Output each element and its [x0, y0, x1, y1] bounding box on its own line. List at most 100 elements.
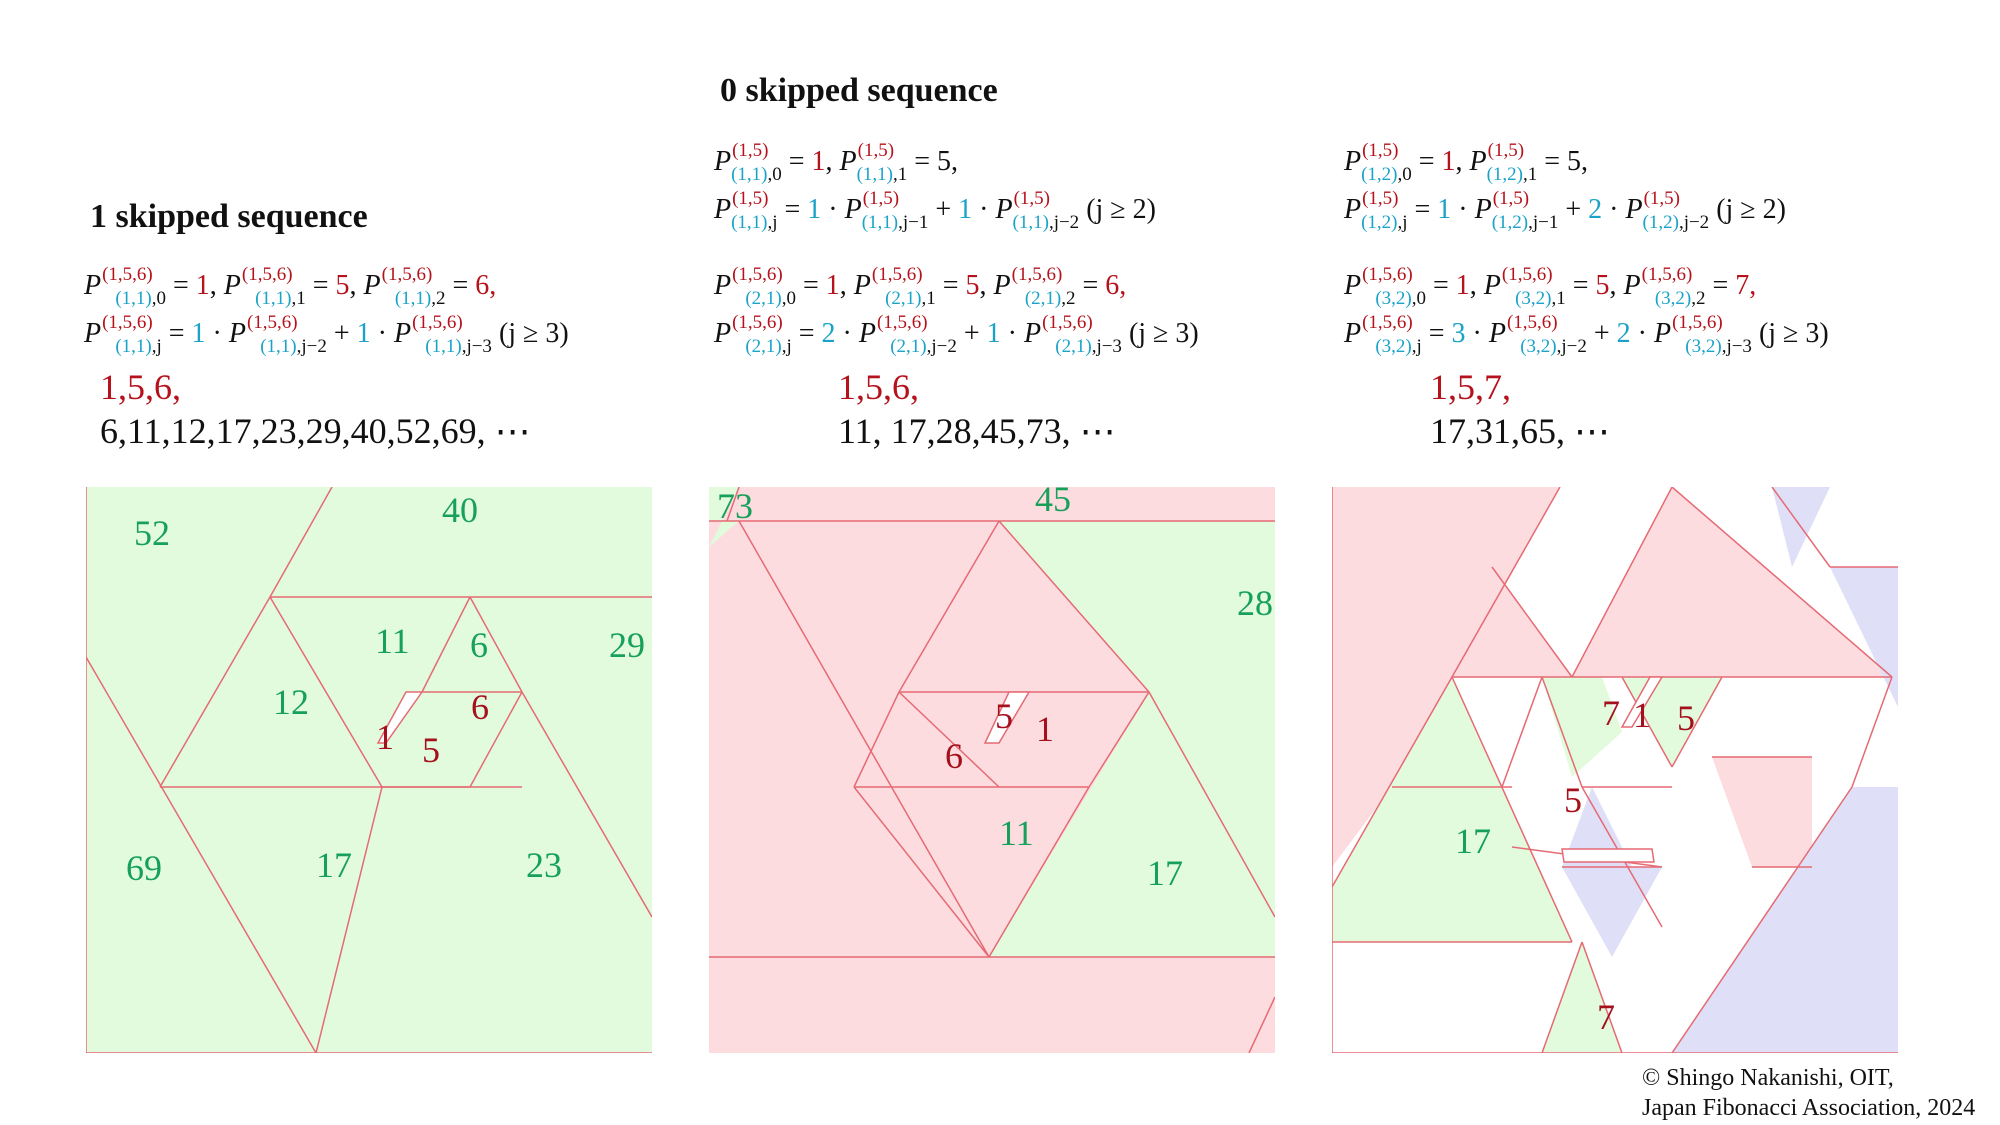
eq-subscript-index: (1,2)	[1361, 212, 1398, 233]
eq-superscript: (1,5,6)	[246, 312, 298, 333]
heading-0-skipped: 0 skipped sequence	[720, 72, 998, 109]
eq-subscript-index: (1,1)	[1012, 212, 1049, 233]
eq-subscript: (2,1),0	[745, 288, 796, 309]
eq-superscript: (1,5,6)	[1501, 264, 1553, 285]
eq-text: (j ≥ 2)	[1079, 194, 1156, 225]
eq-text: +	[928, 194, 959, 225]
eq-text: ·	[835, 318, 859, 349]
eq-subscript: (3,2),1	[1515, 288, 1566, 309]
lavender-region	[1562, 867, 1662, 957]
tiling-edges	[709, 487, 1275, 1053]
eq-superscript: (1,5)	[732, 188, 769, 209]
eq-initial-value: 1	[811, 146, 826, 177]
eq-subscript: (1,1),j−2	[1013, 212, 1080, 233]
sequence-initial: 1,5,7,	[1430, 367, 1511, 407]
eq-text: =	[165, 270, 196, 301]
tile-label: 11	[999, 813, 1034, 853]
eq-subscript-term: ,j−1	[1528, 212, 1559, 233]
eq-subscript: (1,1),0	[731, 164, 782, 185]
eq-text: =	[1705, 270, 1736, 301]
eq-subscript-term: ,0	[781, 288, 796, 309]
eq-subscript-term: ,j−2	[1048, 212, 1080, 233]
eq-text: =	[777, 194, 808, 225]
eq-symbol: P	[1483, 270, 1501, 301]
eq-coefficient: 2	[1616, 318, 1631, 349]
eq-symbol: P	[993, 270, 1011, 301]
eq-subscript-term: ,1	[921, 288, 936, 309]
eq-subscript-index: (2,1)	[1055, 336, 1092, 357]
eq-superscript: (1,5,6)	[1011, 264, 1063, 285]
eq-text: ,	[1455, 146, 1470, 177]
eq-subscript-index: (1,1)	[394, 288, 432, 309]
eq-text: (j ≥ 3)	[491, 318, 569, 349]
eq-subscript: (3,2),0	[1375, 288, 1426, 309]
eq-text: =	[1421, 318, 1452, 349]
eq-text: ,	[349, 270, 364, 301]
heading-1-skipped: 1 skipped sequence	[90, 198, 368, 235]
eq-subscript-index: (3,2)	[1685, 336, 1722, 357]
pink-region	[1712, 757, 1812, 867]
eq-subscript: (2,1),j−2	[890, 336, 957, 357]
seed-sliver	[376, 691, 424, 744]
tile-label: 29	[609, 625, 645, 665]
eq-text: =	[1075, 270, 1106, 301]
green-region	[1542, 677, 1622, 777]
sequence-terms: 11, 17,28,45,73, ⋯	[838, 411, 1116, 451]
eq-text: (j ≥ 3)	[1751, 318, 1829, 349]
sequence-initial: 1,5,6,	[100, 367, 181, 407]
eq-text: ·	[1451, 194, 1475, 225]
eq-text: =	[1411, 146, 1442, 177]
seed-label: 1	[376, 717, 394, 757]
eq-symbol: P	[84, 318, 102, 349]
eq-subscript-term: ,j	[1411, 336, 1422, 357]
tile-label: 23	[526, 845, 562, 885]
eq-text: +	[1558, 194, 1589, 225]
eq-subscript: (1,2),1	[1487, 164, 1538, 185]
eq-text: =	[795, 270, 826, 301]
tile-label: 45	[1035, 487, 1071, 519]
eq-superscript: (1,5)	[1362, 140, 1399, 161]
eq-subscript-term: ,1	[1522, 164, 1538, 185]
eq-symbol: P	[223, 270, 241, 301]
eq-superscript: (1,5,6)	[102, 312, 153, 333]
seed-sliver	[983, 691, 1031, 744]
sequence-terms: 17,31,65, ⋯	[1430, 411, 1610, 451]
eq-subscript-index: (3,2)	[1520, 336, 1557, 357]
equation: P(1,5)(1,1),j = 1 · P(1,5)(1,1),j−1 + 1 …	[714, 189, 1156, 232]
eq-subscript-term: ,j−3	[1091, 336, 1122, 357]
eq-initial-value: 1	[825, 270, 840, 301]
eq-text: =	[445, 270, 476, 301]
equation: P(1,5)(1,1),0 = 1, P(1,5)(1,1),1 = 5,	[714, 141, 959, 184]
eq-superscript: (1,5,6)	[241, 264, 293, 285]
eq-subscript-term: ,0	[1397, 164, 1412, 185]
eq-text: = 5,	[907, 146, 959, 177]
eq-subscript-term: ,j	[781, 336, 792, 357]
tile-label: 11	[375, 621, 410, 661]
equation: P(1,5,6)(3,2),j = 3 · P(1,5,6)(3,2),j−2 …	[1344, 313, 1829, 356]
eq-symbol: P	[1344, 318, 1362, 349]
tile-label: 40	[442, 490, 478, 530]
eq-subscript-index: (1,1)	[425, 336, 462, 357]
tile-label: 12	[273, 682, 309, 722]
eq-symbol: P	[1653, 318, 1672, 349]
eq-initial-value: 5	[335, 270, 350, 301]
eq-coefficient: 1	[986, 318, 1001, 349]
eq-subscript: (3,2),j−2	[1520, 336, 1587, 357]
green-region	[1332, 677, 1572, 942]
eq-subscript-index: (3,2)	[1375, 288, 1412, 309]
green-region	[1542, 942, 1622, 1053]
eq-subscript: (3,2),2	[1655, 288, 1706, 309]
eq-subscript-term: ,1	[291, 288, 306, 309]
eq-subscript-term: ,2	[1061, 288, 1076, 309]
eq-subscript-index: (1,1)	[260, 336, 297, 357]
eq-coefficient: 1	[958, 194, 973, 225]
eq-subscript: (1,1),0	[115, 288, 166, 309]
eq-superscript: (1,5,6)	[1362, 264, 1413, 285]
eq-symbol: P	[1344, 194, 1362, 225]
eq-subscript-term: ,2	[1691, 288, 1706, 309]
eq-superscript: (1,5,6)	[871, 264, 923, 285]
eq-subscript-index: (1,2)	[1486, 164, 1523, 185]
credit: © Shingo Nakanishi, OIT, Japan Fibonacci…	[1642, 1063, 1975, 1123]
